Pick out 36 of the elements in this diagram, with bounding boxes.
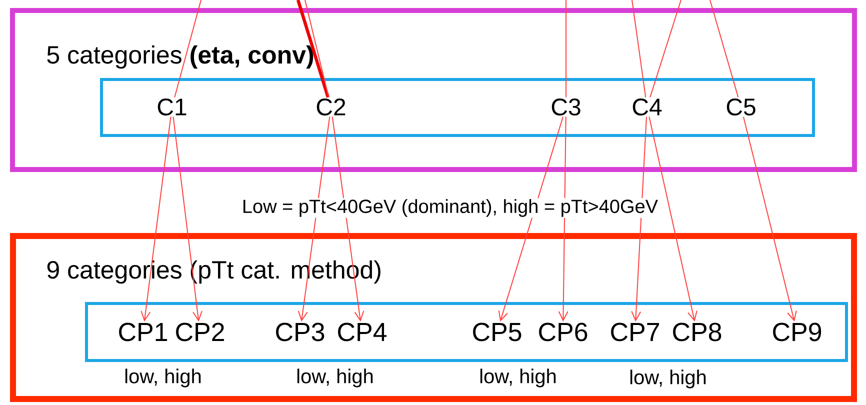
arrow — [631, 116, 647, 322]
connector-line — [632, 0, 646, 98]
category-label: CP6 — [539, 322, 588, 342]
arrow — [648, 116, 698, 322]
category-label: CP8 — [673, 322, 722, 342]
connector-line — [296, 0, 330, 98]
caption-text: low, high — [478, 368, 558, 388]
connector-line — [304, 0, 330, 98]
connector-line — [650, 0, 682, 98]
caption-text: low, high — [628, 368, 708, 390]
arrow — [172, 116, 202, 322]
category-label: CP9 — [773, 322, 822, 342]
caption-text: low, high — [295, 368, 375, 388]
category-label: CP4 — [338, 322, 387, 342]
category-label: CP1 — [119, 322, 168, 342]
category-label: C5 — [726, 98, 756, 116]
caption-text: low, high — [123, 368, 203, 388]
note-text: Low = pTt<40GeV (dominant), high = pTt>40GeV — [240, 198, 660, 218]
category-label: C1 — [158, 98, 186, 116]
connector-line — [174, 0, 202, 98]
category-label: CP5 — [473, 322, 522, 342]
category-box — [100, 78, 815, 137]
arrow — [298, 116, 330, 322]
category-label: C3 — [552, 98, 580, 116]
connector-line — [710, 0, 739, 98]
category-label: C2 — [316, 98, 346, 116]
category-label: CP7 — [611, 322, 659, 342]
arrow — [498, 116, 564, 322]
arrow — [558, 116, 568, 322]
category-label: C4 — [632, 98, 662, 116]
category-box — [85, 302, 848, 362]
category-label: CP2 — [176, 322, 224, 342]
arrow — [332, 116, 364, 322]
category-label: CP3 — [276, 322, 324, 342]
arrow — [140, 116, 172, 322]
arrow — [742, 116, 797, 322]
